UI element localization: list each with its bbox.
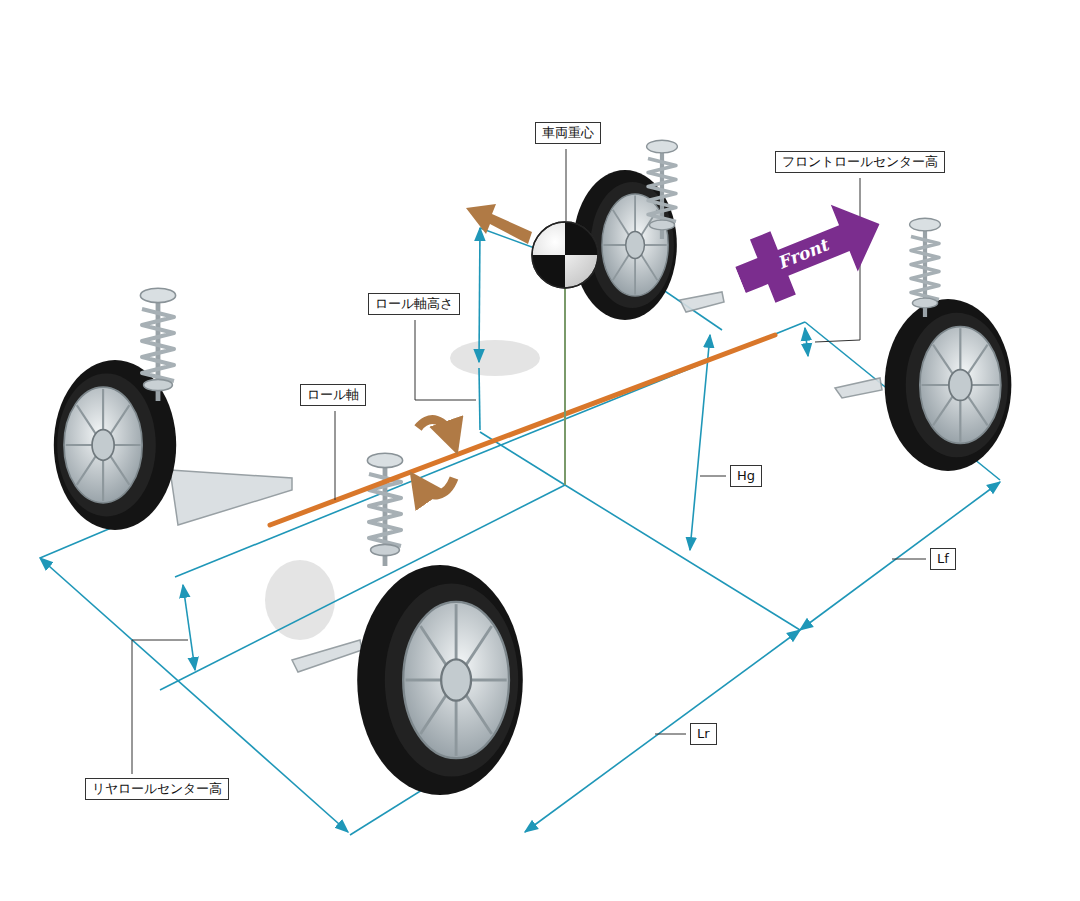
center-of-gravity [532, 222, 598, 288]
callout-label: Lr [697, 726, 710, 741]
leader-line [892, 559, 926, 560]
roll-axis [270, 335, 775, 525]
callout-box: ロール軸 [300, 384, 366, 406]
leader-line [415, 320, 476, 400]
dimension-lines [800, 482, 1000, 630]
center-of-gravity [531, 222, 599, 288]
leader-line [132, 149, 926, 774]
wheel [885, 299, 1012, 471]
center-of-gravity [531, 222, 599, 288]
roll-arrow [418, 420, 454, 495]
wheel [357, 565, 523, 795]
roll-arrow [418, 420, 452, 438]
callout-label: Hg [737, 468, 755, 483]
leader-line [335, 411, 336, 500]
cg-vertical [564, 288, 566, 485]
callout-label: リヤロールセンター高 [92, 781, 222, 796]
force-arrow [466, 204, 532, 244]
callout-box: 車両重心 [535, 122, 601, 144]
callout-box: リヤロールセンター高 [85, 778, 229, 800]
coil-spring [140, 140, 940, 566]
dimension-lines [40, 228, 1000, 835]
callout-box: Hg [730, 465, 762, 487]
dimension-lines [525, 630, 800, 832]
leader-line [700, 476, 726, 477]
wheel [54, 170, 1012, 795]
control-arm [170, 292, 882, 672]
coil-spring [140, 288, 175, 401]
center-of-gravity [532, 222, 598, 288]
control-arm [170, 470, 292, 525]
dimension-lines [805, 328, 808, 356]
ground-shadow [450, 340, 540, 376]
dimension-lines [175, 322, 805, 577]
dimension-lines [565, 485, 800, 630]
callout-box: ロール軸高さ [368, 293, 460, 315]
control-arm [292, 640, 362, 672]
callout-label: Lf [937, 551, 949, 566]
direction-arrow: Front [725, 187, 894, 317]
roll-arrow [420, 478, 454, 495]
dimension-lines [40, 558, 348, 832]
callout-box: フロントロールセンター高 [775, 151, 945, 173]
control-arm [680, 292, 724, 312]
leader-line [132, 640, 188, 774]
leader-line [655, 734, 686, 735]
dimension-lines [479, 228, 480, 362]
dimension-lines [479, 368, 480, 430]
ground-shadow [265, 560, 335, 640]
callout-label: ロール軸高さ [375, 296, 453, 311]
callout-label: 車両重心 [542, 125, 594, 140]
control-arm [835, 378, 882, 398]
callout-box: Lf [930, 548, 956, 570]
dimension-lines [183, 585, 195, 670]
arrow-shape [727, 191, 893, 314]
callout-box: Lr [690, 723, 717, 745]
coil-spring [647, 140, 678, 239]
callout-label: フロントロールセンター高 [782, 154, 938, 169]
coil-spring [910, 218, 941, 317]
callout-label: ロール軸 [307, 387, 359, 402]
coil-spring [367, 453, 402, 566]
leader-line [566, 149, 567, 221]
